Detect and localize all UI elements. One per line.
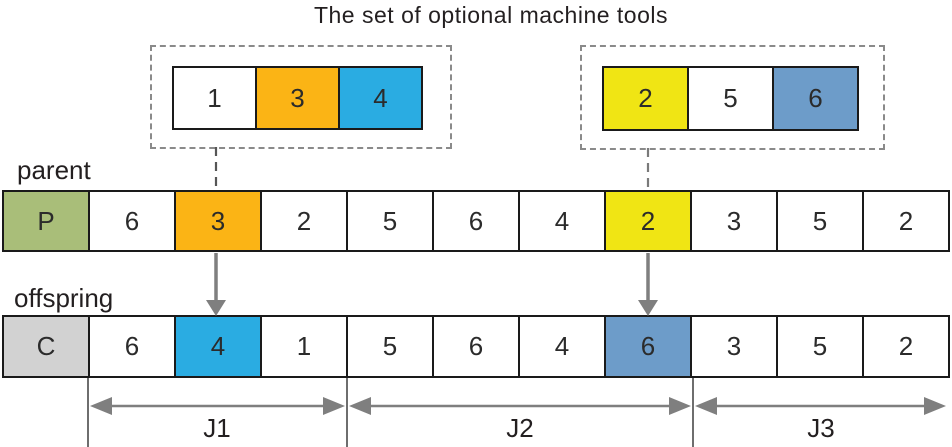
offspring-gene-cell: 6 [88,315,176,378]
offspring-gene-cell: 5 [776,315,864,378]
offspring-row: C 6 4 1 5 6 4 6 3 5 2 [2,315,950,378]
parent-gene-cell: 2 [260,190,348,252]
tool-set-cell: 4 [338,66,423,130]
parent-gene-cell: 5 [776,190,864,252]
parent-gene-cell: 3 [690,190,778,252]
parent-gene-cell: 2 [604,190,692,252]
job-span-label-j1: J1 [203,413,231,443]
tool-set-cell: 1 [172,66,257,130]
tool-set-cell: 3 [255,66,340,130]
parent-gene-cell: 4 [518,190,606,252]
mutation-arrow-left [206,253,226,316]
tool-set-box-right [580,45,885,150]
parent-gene-cell: 3 [174,190,262,252]
tool-set-box-left [150,45,452,149]
tool-set-right: 2 5 6 [602,66,859,131]
tool-set-cell: 5 [687,66,774,131]
offspring-gene-cell: 6 [604,315,692,378]
parent-label: parent [17,155,91,185]
offspring-gene-cell: 5 [346,315,434,378]
parent-head-cell: P [2,190,90,252]
tool-set-cell: 2 [602,66,689,131]
offspring-gene-cell: 1 [260,315,348,378]
offspring-gene-cell: 6 [432,315,520,378]
offspring-label: offspring [14,283,114,313]
offspring-head-cell: C [2,315,90,378]
mutation-arrow-right [638,253,658,316]
parent-row: P 6 3 2 5 6 4 2 3 5 2 [2,190,950,252]
diagram-title: The set of optional machine tools [313,2,669,28]
parent-gene-cell: 2 [862,190,950,252]
offspring-gene-cell: 4 [174,315,262,378]
offspring-gene-cell: 2 [862,315,950,378]
job-span-label-j2: J2 [506,413,534,443]
parent-gene-cell: 6 [88,190,176,252]
offspring-gene-cell: 4 [518,315,606,378]
job-span-ticks [87,378,694,447]
offspring-gene-cell: 3 [690,315,778,378]
job-span-label-j3: J3 [807,413,835,443]
tool-set-cell: 6 [772,66,859,131]
parent-gene-cell: 6 [432,190,520,252]
tool-set-left: 1 3 4 [172,66,423,130]
parent-gene-cell: 5 [346,190,434,252]
